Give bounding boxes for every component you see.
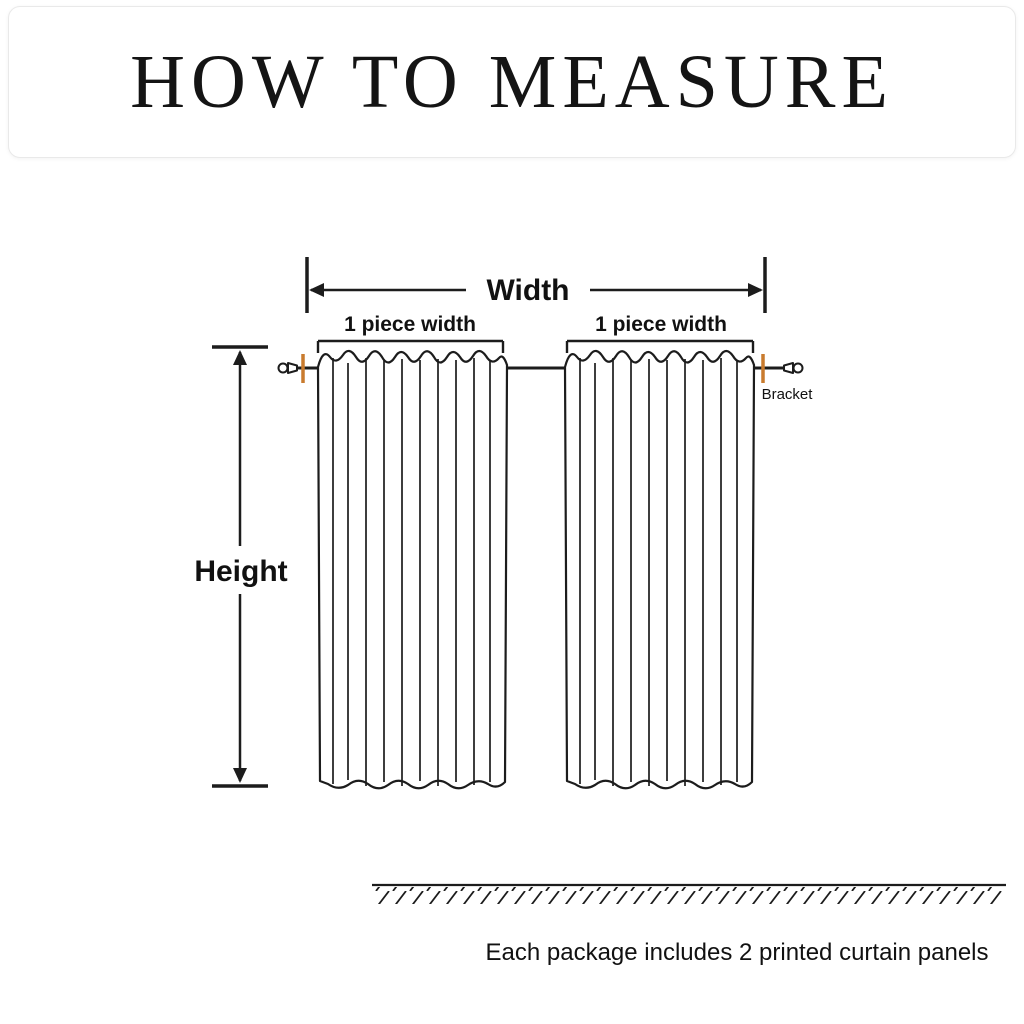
page-title: HOW TO MEASURE (130, 39, 894, 124)
bracket-label: Bracket (762, 386, 814, 403)
diagram-container: Bracket Width 1 piece width (0, 160, 1024, 1024)
ground-line (372, 883, 1006, 904)
finial-left-icon (277, 362, 298, 374)
arrowhead-left-icon (309, 283, 324, 297)
bracket-marks (301, 354, 765, 383)
arrowhead-right-icon (748, 283, 763, 297)
piece-width-dimension-right: 1 piece width (565, 313, 755, 353)
width-dimension: Width (305, 257, 767, 313)
package-caption: Each package includes 2 printed curtain … (486, 939, 989, 966)
title-panel: HOW TO MEASURE (8, 6, 1016, 158)
height-dimension-label: Height (194, 555, 287, 588)
height-dimension: Height (194, 345, 288, 788)
finial-right-icon (783, 362, 804, 374)
piece-width-right-label: 1 piece width (595, 313, 727, 336)
curtain-panel-left (316, 349, 509, 790)
piece-width-left-label: 1 piece width (344, 313, 476, 336)
width-dimension-label: Width (486, 274, 569, 307)
measure-diagram: Bracket Width 1 piece width (194, 257, 1006, 966)
arrowhead-up-icon (233, 350, 247, 365)
piece-width-dimension-left: 1 piece width (316, 313, 505, 353)
curtain-panel-right (563, 349, 756, 790)
arrowhead-down-icon (233, 768, 247, 783)
